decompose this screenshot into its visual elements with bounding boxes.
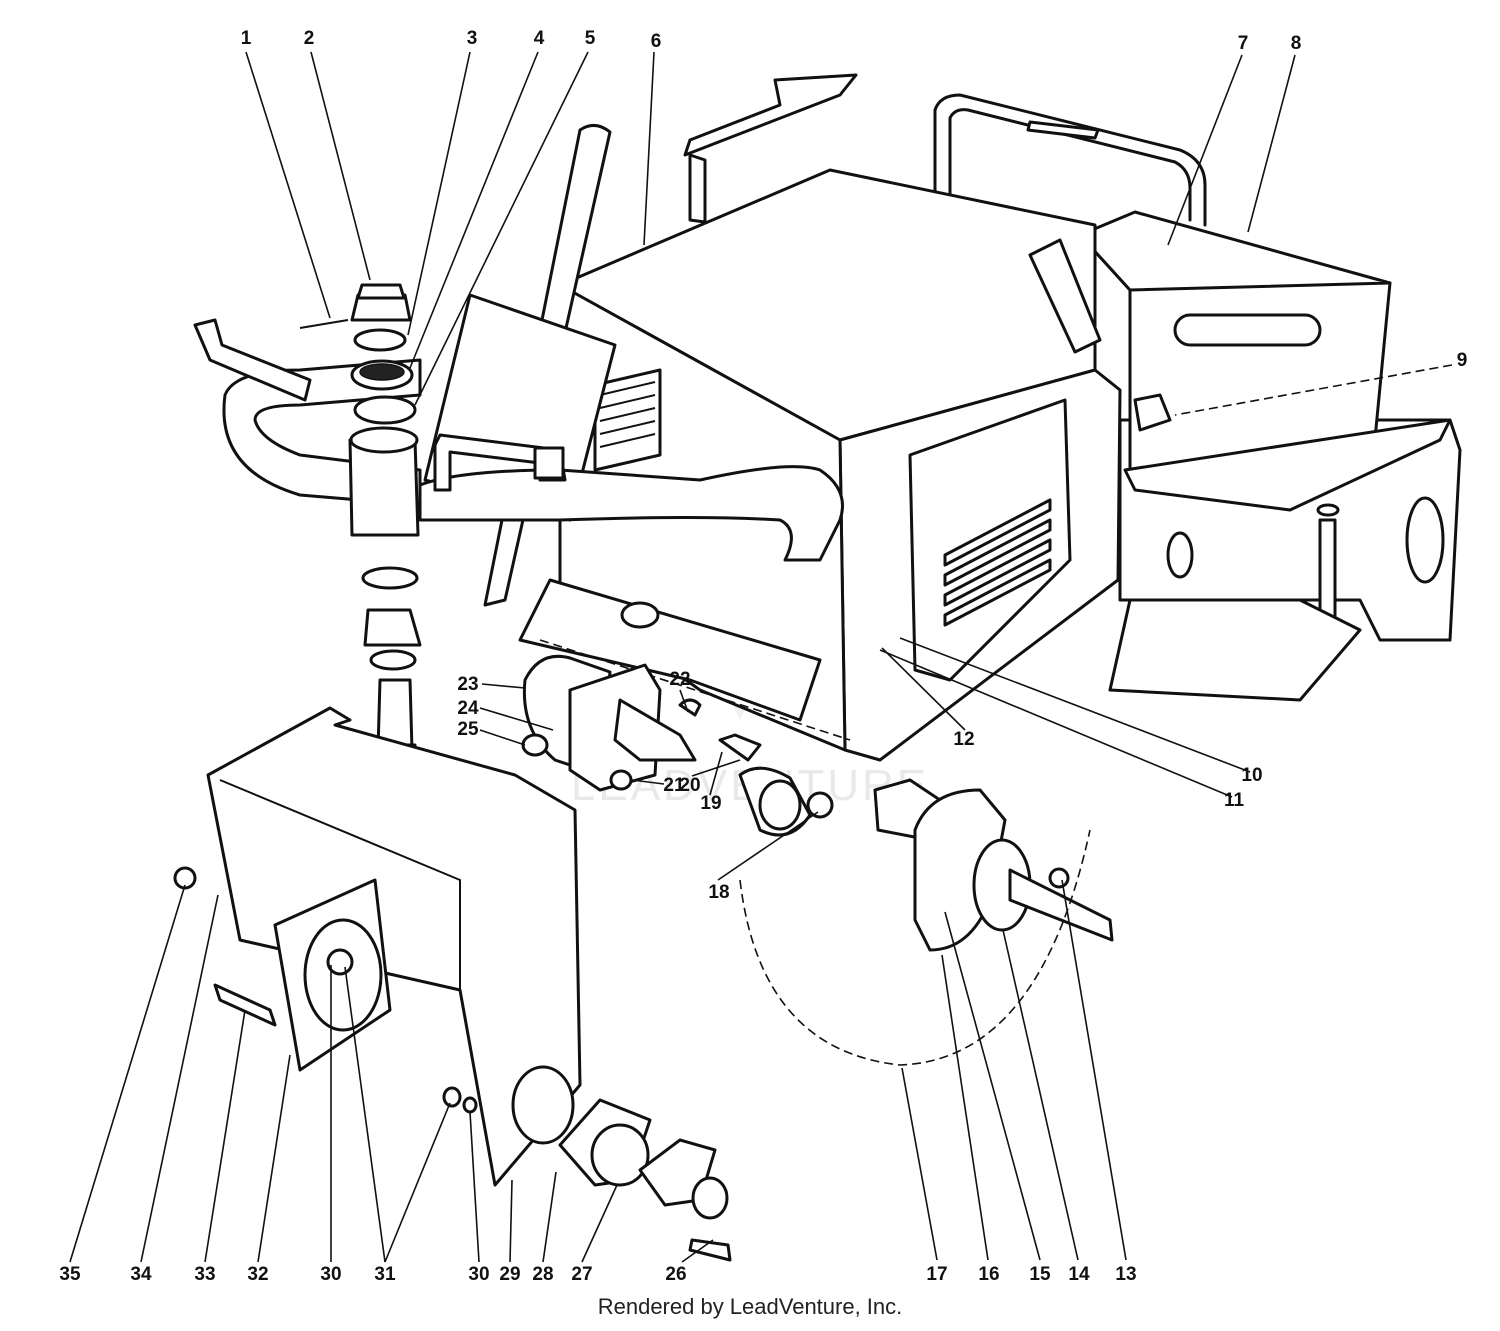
callout-32: 32 (247, 1264, 268, 1285)
callout-12: 12 (953, 729, 974, 750)
callout-24: 24 (457, 698, 479, 719)
callout-10: 10 (1241, 765, 1262, 786)
callout-28: 28 (532, 1264, 553, 1285)
callout-15: 15 (1029, 1264, 1051, 1285)
seat-pan (1078, 210, 1452, 512)
callout-7: 7 (1238, 33, 1249, 54)
callout-23: 23 (457, 674, 478, 695)
callout-14: 14 (1068, 1264, 1090, 1285)
callout-6: 6 (651, 31, 662, 52)
front-bumper (193, 318, 844, 562)
lower-plate (518, 578, 851, 741)
wheel-hub (739, 778, 1114, 1066)
render-credit: Rendered by LeadVenture, Inc. (597, 1294, 903, 1319)
callout-11: 11 (1224, 790, 1245, 811)
callout-1: 1 (241, 28, 252, 49)
callout-18: 18 (708, 882, 729, 903)
callout-5: 5 (585, 28, 596, 49)
callout-27: 27 (571, 1264, 592, 1285)
callout-21: 21 (663, 775, 685, 796)
callout-34: 34 (130, 1264, 152, 1285)
kingpin-stack (299, 283, 422, 777)
callout-16: 16 (978, 1264, 999, 1285)
callout-4: 4 (534, 28, 545, 49)
callout-labels: 1 2 3 4 5 6 7 8 9 10 11 12 13 14 15 16 1… (59, 28, 1467, 1285)
callout-25: 25 (457, 719, 479, 740)
callout-20: 20 (679, 775, 700, 796)
callout-29: 29 (499, 1264, 520, 1285)
callout-13: 13 (1115, 1264, 1136, 1285)
callout-33: 33 (194, 1264, 215, 1285)
callout-30-right: 30 (468, 1264, 489, 1285)
flange-bearing (558, 1098, 732, 1262)
wheel-motor (521, 654, 834, 837)
callout-35: 35 (59, 1264, 81, 1285)
callout-30-left: 30 (320, 1264, 341, 1285)
leader-lines (69, 51, 1453, 1263)
callout-19: 19 (700, 793, 721, 814)
callout-17: 17 (926, 1264, 947, 1285)
callout-9: 9 (1457, 350, 1468, 371)
callout-8: 8 (1291, 33, 1302, 54)
callout-3: 3 (467, 28, 478, 49)
callout-2: 2 (304, 28, 315, 49)
callout-22: 22 (669, 669, 690, 690)
callout-31: 31 (374, 1264, 396, 1285)
front-bracket (173, 706, 582, 1187)
callout-26: 26 (665, 1264, 686, 1285)
